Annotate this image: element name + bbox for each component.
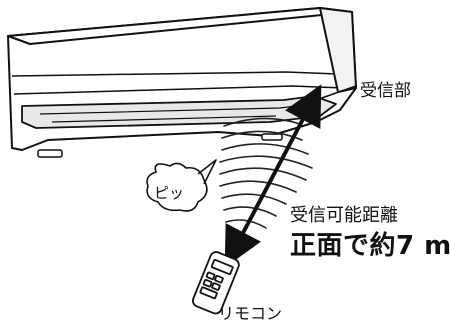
range-value: 正面で約7 m (290, 231, 450, 261)
remote-control-icon (192, 251, 240, 315)
receiver-label: 受信部 (360, 81, 411, 101)
double-arrow-icon (224, 84, 322, 268)
remote-label: リモコン (218, 304, 283, 323)
speech-bubble-icon (146, 159, 217, 212)
beep-label: ピッ (154, 184, 185, 202)
air-conditioner-icon (7, 7, 357, 158)
receiver-pointer-line (315, 85, 357, 101)
range-title: 受信可能距離 (290, 205, 398, 226)
